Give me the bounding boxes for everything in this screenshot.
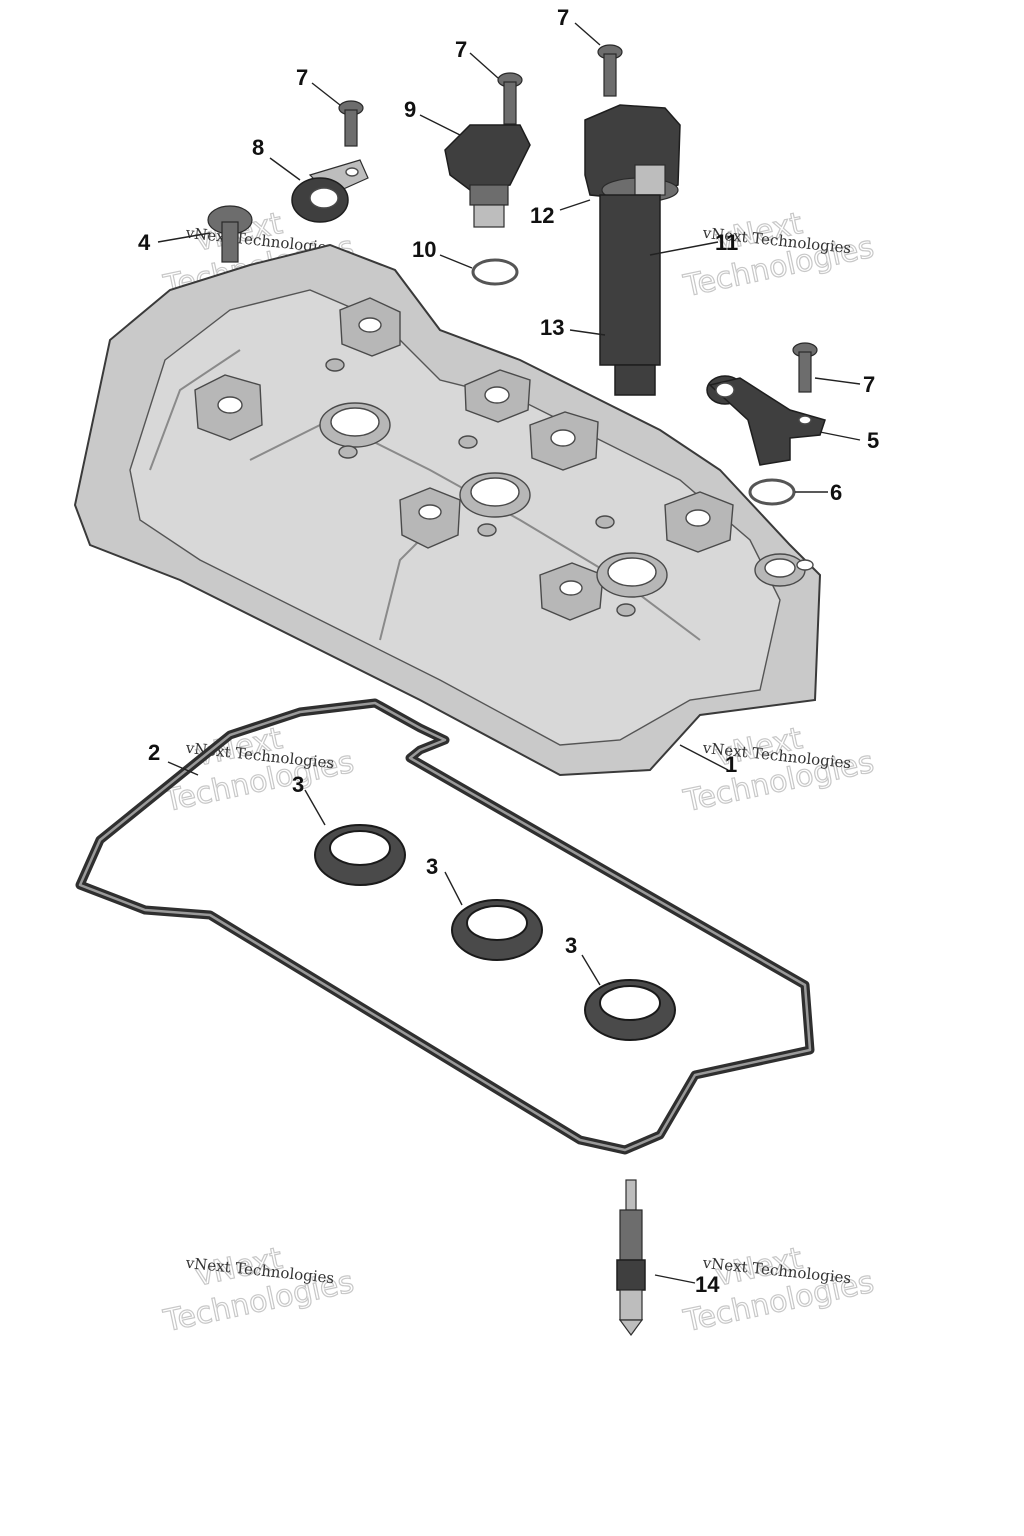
callout-7d: 7 [863, 372, 875, 397]
tube-seal-3 [584, 979, 676, 1041]
camshaft-sensor [444, 124, 531, 228]
callout-6: 6 [830, 480, 842, 505]
callout-14: 14 [695, 1272, 720, 1297]
screw-1 [338, 100, 364, 147]
fitting-o-ring [748, 478, 796, 506]
callout-2: 2 [148, 740, 160, 765]
cover-boss-1 [194, 374, 263, 441]
callout-3c: 3 [565, 933, 577, 958]
callout-7a: 7 [296, 65, 308, 90]
cover-port [754, 553, 814, 587]
leader-lines [157, 22, 861, 1284]
cover-boss-5 [399, 487, 461, 549]
ignition-coil [584, 104, 681, 396]
callout-1: 1 [725, 752, 737, 777]
callout-5: 5 [867, 428, 879, 453]
cover-gasket [75, 698, 815, 1155]
screw-2 [497, 72, 523, 125]
callout-3b: 3 [426, 854, 438, 879]
callouts: 1 2 3 3 3 4 5 6 7 7 7 7 8 9 10 11 12 13 … [138, 5, 879, 1297]
callout-13: 13 [540, 315, 564, 340]
wire-clamp [291, 159, 369, 223]
plug-well-1 [319, 402, 391, 448]
screw-3 [597, 44, 623, 97]
tube-seal-2 [451, 899, 543, 961]
cover-boss-4 [529, 411, 599, 471]
callout-4: 4 [138, 230, 151, 255]
cover-boss-2 [339, 297, 401, 357]
valve-cover [73, 243, 822, 777]
callout-7b: 7 [455, 37, 467, 62]
callout-7c: 7 [557, 5, 569, 30]
callout-9: 9 [404, 97, 416, 122]
spark-plug [616, 1179, 646, 1337]
callout-8: 8 [252, 135, 264, 160]
callout-11: 11 [715, 230, 738, 255]
breather-fitting [706, 375, 826, 466]
plug-well-2 [459, 472, 531, 518]
tube-seal-1 [314, 824, 406, 886]
sensor-o-ring [471, 258, 519, 286]
callout-10: 10 [412, 237, 436, 262]
plug-well-3 [596, 552, 668, 598]
cover-boss-3 [464, 369, 531, 423]
mount-stud [207, 205, 253, 263]
screw-4 [792, 342, 818, 393]
cover-boss-6 [664, 491, 734, 553]
callout-12: 12 [530, 203, 554, 228]
cover-boss-7 [539, 562, 604, 621]
callout-3a: 3 [292, 772, 304, 797]
